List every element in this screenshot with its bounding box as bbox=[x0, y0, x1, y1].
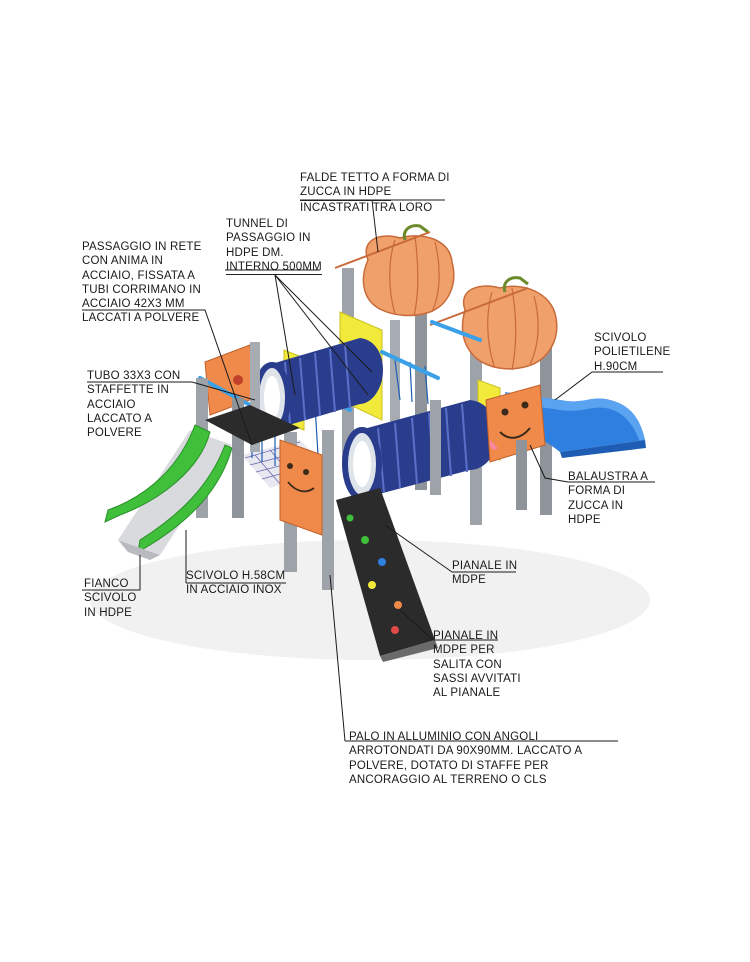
pumpkin-roof-left bbox=[334, 224, 455, 317]
label-slide-side: FIANCO SCIVOLO IN HDPE bbox=[84, 578, 137, 619]
tunnel-upper bbox=[253, 338, 384, 434]
climbing-wall bbox=[336, 488, 438, 662]
label-platform: PIANALE IN MDPE bbox=[452, 560, 518, 587]
tunnel-lower bbox=[342, 400, 497, 501]
label-post: PALO IN ALLUMINIO CON ANGOLI ARROTONDATI… bbox=[349, 731, 583, 786]
label-steel-slide: SCIVOLO H.58CM IN ACCIAIO INOX bbox=[186, 570, 286, 597]
steel-slide bbox=[104, 424, 233, 560]
black-deck bbox=[205, 405, 300, 445]
left-pumpkin-panel bbox=[279, 439, 323, 536]
label-tube: TUBO 33X3 CON STAFFETTE IN ACCIAIO LACCA… bbox=[87, 370, 181, 440]
label-balustrade: BALAUSTRA A FORMA DI ZUCCA IN HDPE bbox=[568, 471, 649, 526]
label-tunnel: TUNNEL DI PASSAGGIO IN HDPE DM. INTERNO … bbox=[226, 217, 322, 276]
leader-lines bbox=[82, 199, 663, 742]
pumpkin-roof-right bbox=[429, 276, 558, 371]
label-climb-platform: PIANALE IN MDPE PER SALITA CON SASSI AVV… bbox=[433, 630, 521, 700]
label-slide-polyethylene: SCIVOLO POLIETILENE H.90CM bbox=[594, 332, 671, 373]
label-roof: FALDE TETTO A FORMA DI ZUCCA IN HDPE INC… bbox=[300, 172, 450, 214]
pumpkin-balustrade bbox=[485, 384, 546, 463]
label-net: PASSAGGIO IN RETE CON ANIMA IN ACCIAIO, … bbox=[82, 241, 202, 325]
